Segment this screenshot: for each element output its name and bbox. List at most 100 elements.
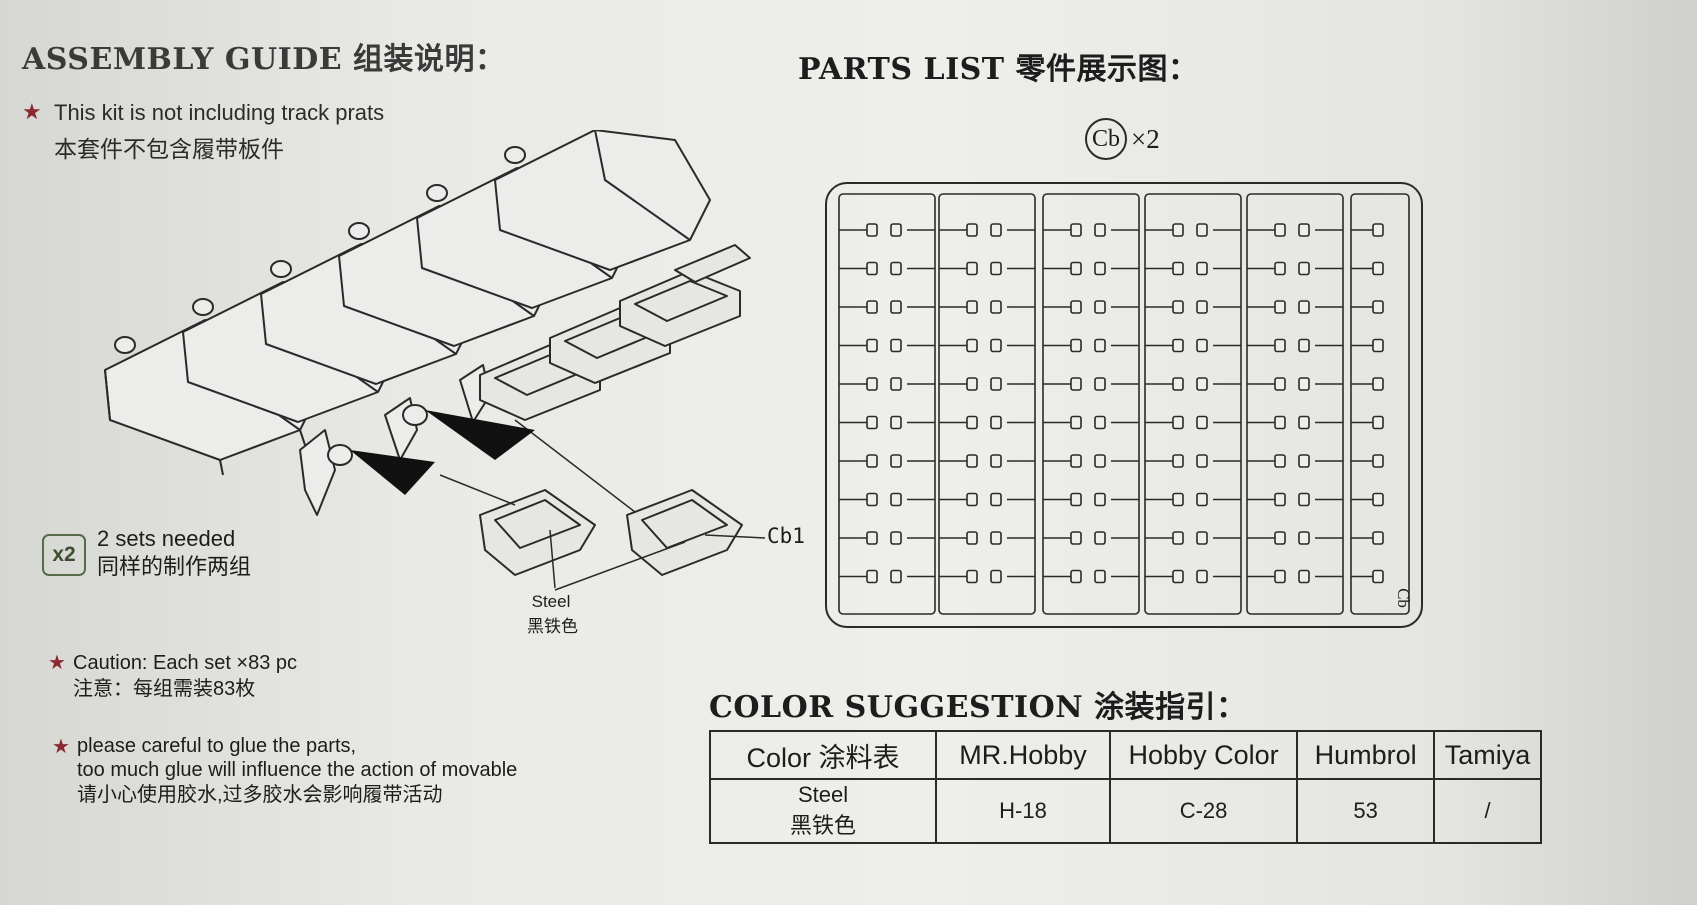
sprue-runner bbox=[1042, 193, 1140, 615]
track-pin-part bbox=[890, 377, 902, 391]
track-pin-part bbox=[1372, 531, 1384, 545]
header-mr-hobby: MR.Hobby bbox=[935, 730, 1111, 780]
track-assembly-illustration bbox=[104, 130, 766, 591]
track-pin-part bbox=[1196, 569, 1208, 584]
track-pin-part bbox=[1172, 300, 1184, 314]
track-pin-part bbox=[890, 531, 902, 545]
track-pin-part bbox=[890, 492, 902, 507]
track-pin-part bbox=[1298, 415, 1310, 430]
track-pin-part bbox=[1070, 454, 1082, 468]
track-pin-part bbox=[1372, 300, 1384, 314]
track-pin-part bbox=[1172, 415, 1184, 430]
track-pin-part bbox=[1196, 223, 1208, 237]
cell-humbrol: 53 bbox=[1296, 778, 1436, 844]
sprue-runner bbox=[1246, 193, 1344, 615]
track-pin-part bbox=[866, 492, 878, 507]
track-pin-part bbox=[1196, 338, 1208, 353]
track-pin-part bbox=[1274, 569, 1286, 584]
track-pin-part bbox=[1172, 454, 1184, 468]
track-pin-part bbox=[866, 223, 878, 237]
track-pin-part bbox=[866, 569, 878, 584]
color-suggestion-title: COLOR SUGGESTION 涂装指引： bbox=[709, 690, 1247, 725]
arrow-icon bbox=[350, 450, 435, 495]
installed-pads bbox=[479, 244, 751, 421]
track-pin-part bbox=[1274, 223, 1286, 237]
steel-label-en: Steel bbox=[531, 592, 571, 611]
track-pin-part bbox=[1298, 454, 1310, 468]
track-links bbox=[104, 130, 711, 516]
track-pin-part bbox=[990, 377, 1002, 391]
track-pin-part bbox=[1274, 454, 1286, 468]
color-name-en: Steel bbox=[797, 782, 849, 807]
track-pin-part bbox=[866, 300, 878, 314]
track-pin-part bbox=[1298, 300, 1310, 314]
track-pin-part bbox=[890, 300, 902, 314]
track-pin-part bbox=[890, 261, 902, 276]
parts-list-title: PARTS LIST 零件展示图： bbox=[798, 52, 1199, 87]
color-name-cn: 黑铁色 bbox=[790, 813, 857, 838]
track-pin-part bbox=[1070, 300, 1082, 314]
sprue-grid bbox=[838, 193, 1410, 615]
track-pin-part bbox=[990, 223, 1002, 237]
sets-needed-en: 2 sets needed bbox=[97, 526, 236, 551]
track-pin-part bbox=[1196, 415, 1208, 430]
track-pin-part bbox=[1172, 223, 1184, 237]
track-pin-part bbox=[1372, 223, 1384, 237]
track-pin-part bbox=[866, 261, 878, 276]
track-pin-part bbox=[966, 492, 978, 507]
sprue-runner bbox=[938, 193, 1036, 615]
sprue-runner bbox=[1144, 193, 1242, 615]
loose-pad-left bbox=[479, 489, 596, 576]
track-pin-part bbox=[1172, 261, 1184, 276]
track-pin-part bbox=[890, 454, 902, 468]
track-pin-part bbox=[1172, 531, 1184, 545]
track-pin-part bbox=[1298, 569, 1310, 584]
track-pin-part bbox=[1298, 261, 1310, 276]
track-pin-part bbox=[1274, 492, 1286, 507]
track-pin-part bbox=[866, 415, 878, 430]
star-icon: ★ bbox=[48, 650, 66, 674]
track-pin-part bbox=[1094, 569, 1106, 584]
track-pin-part bbox=[1298, 377, 1310, 391]
sets-needed-cn: 同样的制作两组 bbox=[97, 554, 252, 579]
track-pin-part bbox=[1372, 261, 1384, 276]
assembly-title: ASSEMBLY GUIDE 组装说明： bbox=[22, 42, 506, 77]
track-pin-part bbox=[1094, 300, 1106, 314]
track-pin-part bbox=[990, 338, 1002, 353]
header-hobby-color: Hobby Color bbox=[1108, 730, 1299, 780]
track-pin-part bbox=[890, 415, 902, 430]
cell-color-name: Steel 黑铁色 bbox=[708, 778, 938, 844]
track-pin-part bbox=[966, 454, 978, 468]
track-pin-part bbox=[990, 300, 1002, 314]
track-pin-part bbox=[1070, 261, 1082, 276]
glue-note-en-1: please careful to glue the parts, bbox=[77, 735, 357, 757]
part-label-cb1: Cb1 bbox=[767, 524, 805, 548]
track-pin-part bbox=[890, 569, 902, 584]
track-pin-part bbox=[1196, 492, 1208, 507]
track-pin-part bbox=[990, 261, 1002, 276]
caution-cn: 注意：每组需装83枚 bbox=[73, 678, 256, 700]
star-icon: ★ bbox=[52, 734, 70, 758]
sprue-frame: Cb bbox=[825, 182, 1423, 628]
track-pin-part bbox=[1196, 300, 1208, 314]
header-tamiya: Tamiya bbox=[1433, 730, 1542, 780]
track-pin-part bbox=[890, 223, 902, 237]
glue-note-en-2: too much glue will influence the action … bbox=[77, 759, 518, 781]
track-pin-part bbox=[1172, 338, 1184, 353]
track-pin-part bbox=[990, 531, 1002, 545]
track-pin-part bbox=[1172, 492, 1184, 507]
sprue-runner bbox=[1350, 193, 1410, 615]
color-table: Color 涂料表 MR.Hobby Hobby Color Humbrol T… bbox=[708, 730, 1542, 844]
track-pin-part bbox=[1070, 223, 1082, 237]
track-pin-part bbox=[1094, 492, 1106, 507]
track-pin-part bbox=[1274, 338, 1286, 353]
track-pin-part bbox=[1070, 531, 1082, 545]
track-pin-part bbox=[1372, 569, 1384, 584]
track-pin-part bbox=[966, 569, 978, 584]
track-pin-part bbox=[866, 377, 878, 391]
star-icon: ★ bbox=[22, 100, 42, 125]
cell-tamiya: / bbox=[1433, 778, 1542, 844]
sprue-runner bbox=[838, 193, 936, 615]
kit-note-en: This kit is not including track prats bbox=[54, 100, 385, 125]
track-pin-part bbox=[1172, 377, 1184, 391]
